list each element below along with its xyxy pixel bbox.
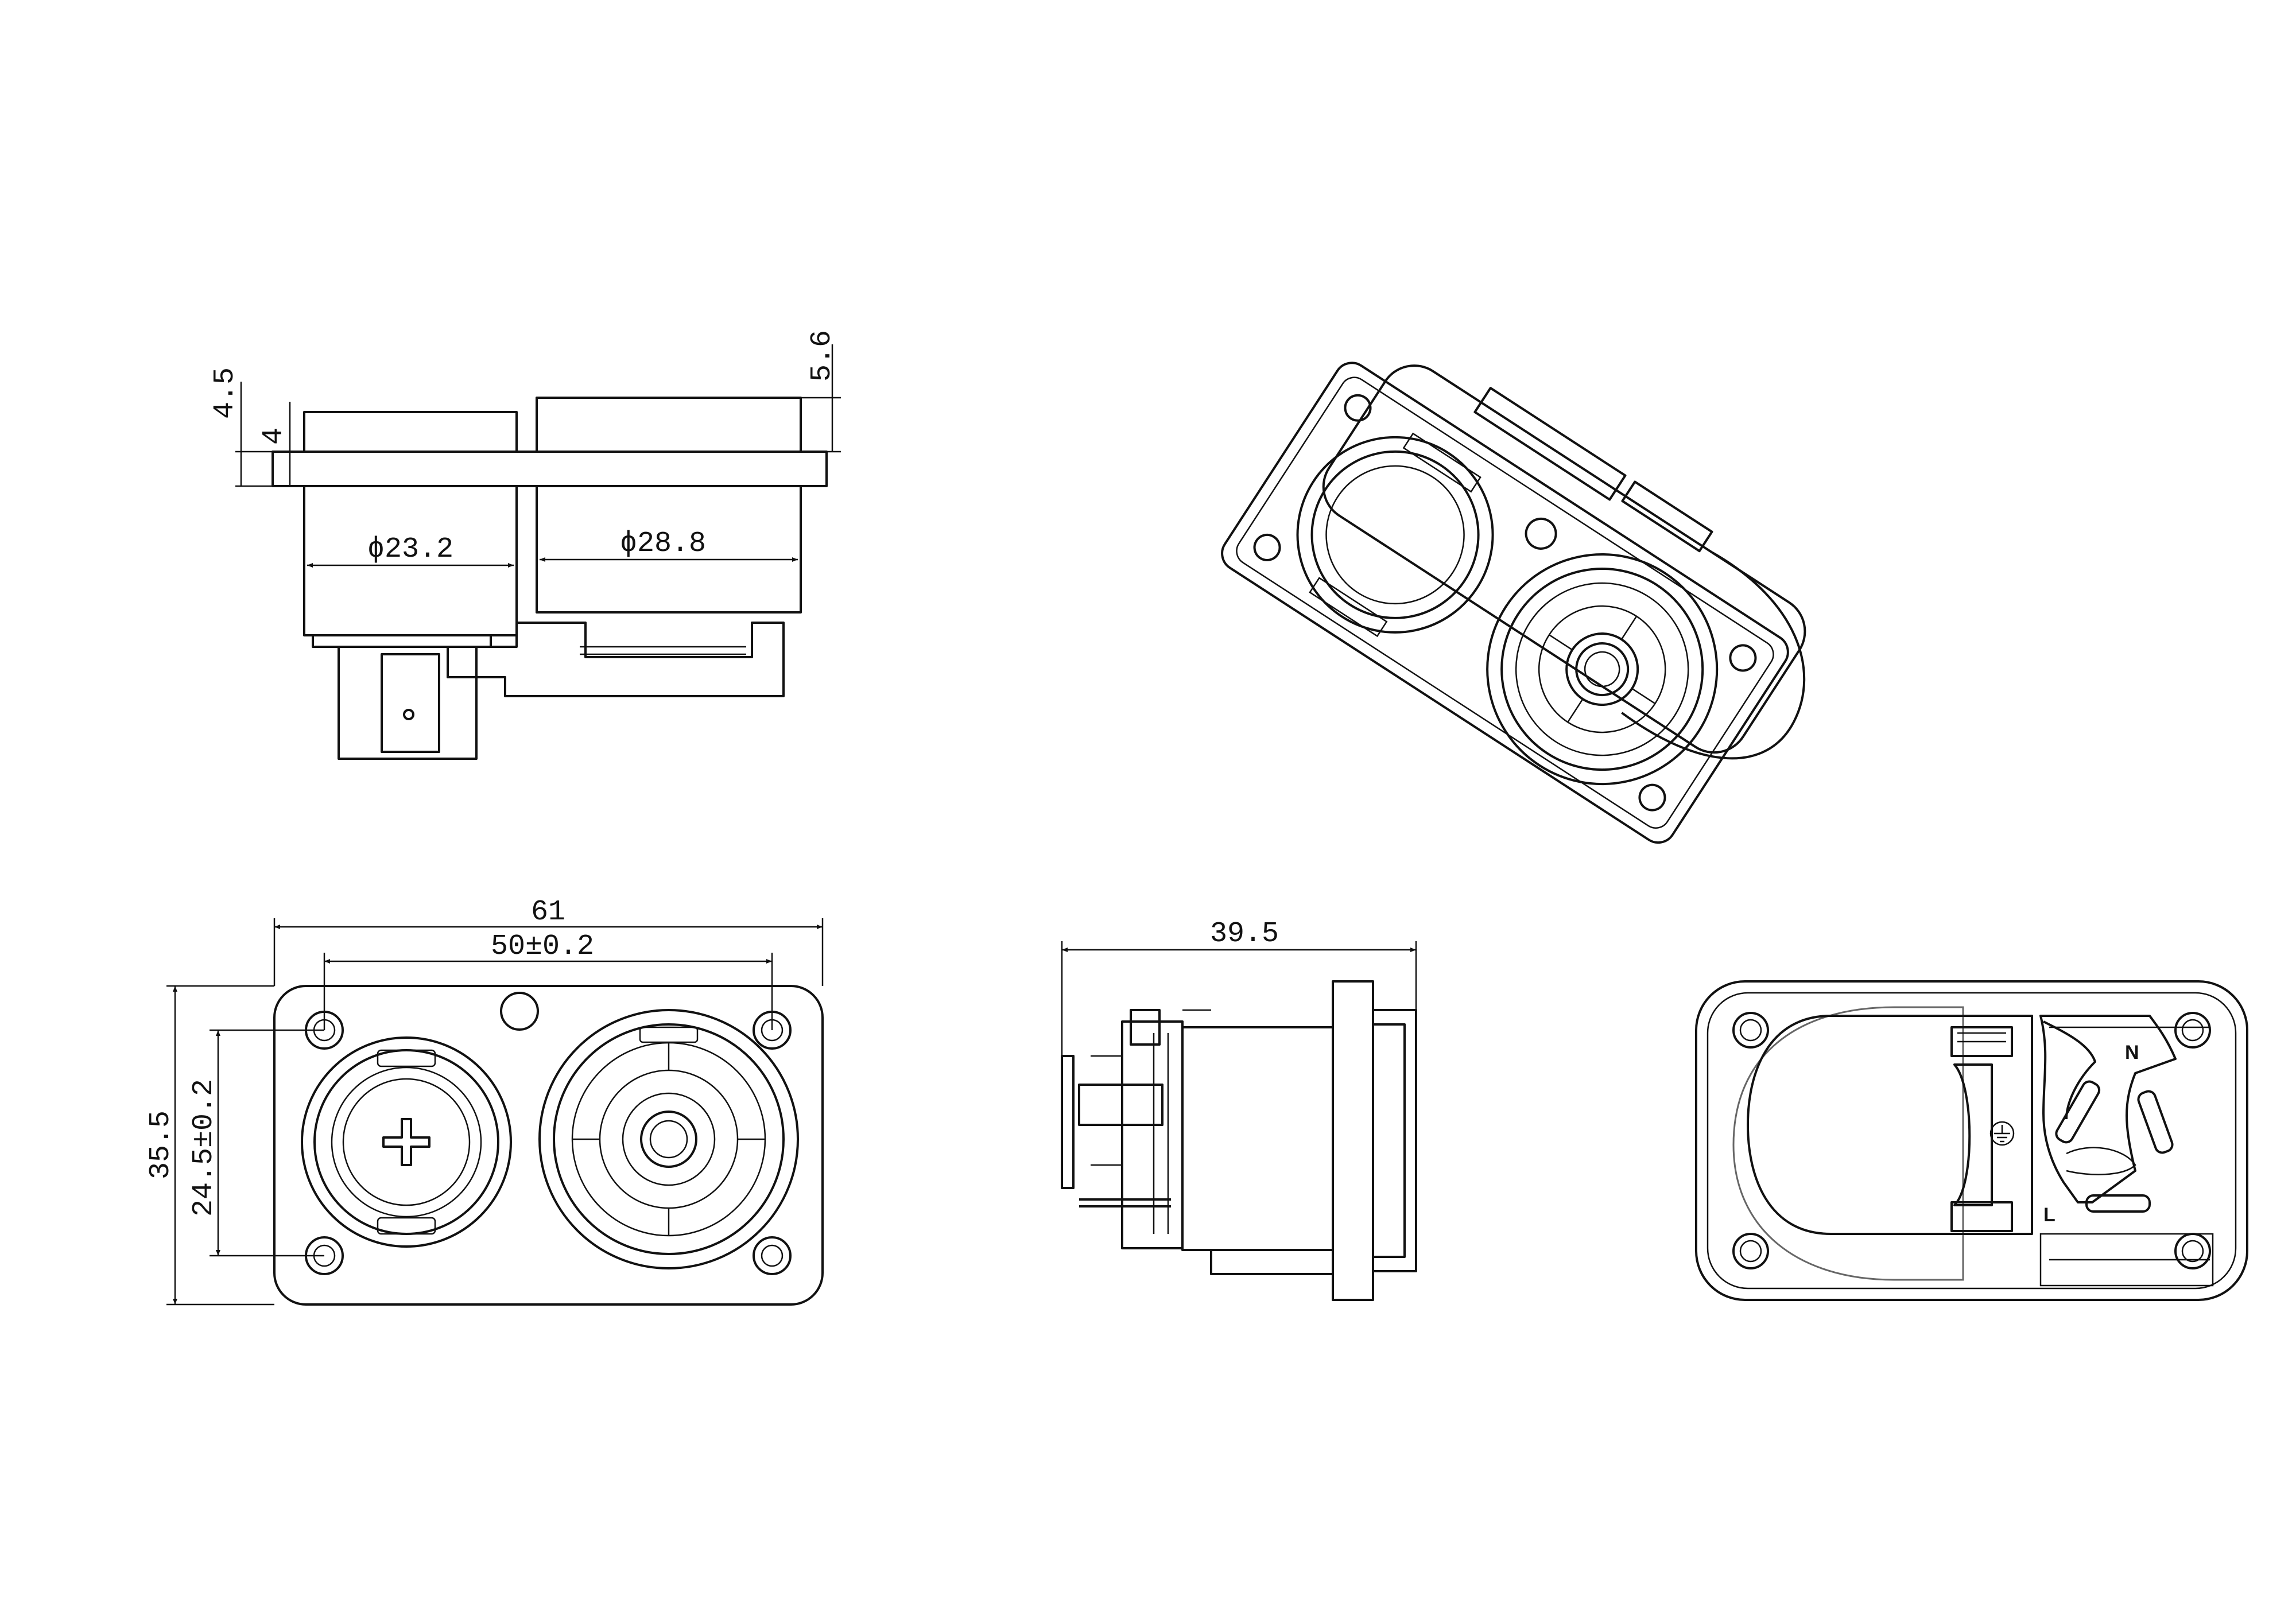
front-view — [273, 985, 824, 1306]
dim-label-50: 50±0.2 — [491, 930, 594, 963]
ground-symbol-icon — [1989, 1121, 2015, 1146]
side-view-bottom — [1061, 980, 1417, 1301]
dim-label-5-6: 5.6 — [806, 330, 839, 382]
dim-label-24-5: 24.5±0.2 — [188, 1079, 220, 1217]
dim-label-dia-23-2: ϕ23.2 — [367, 533, 453, 566]
isometric-view — [1221, 362, 1806, 844]
dim-side-top: 4.5 4 5.6 ϕ23.2 ϕ28.8 — [209, 330, 841, 568]
dim-label-4: 4 — [258, 428, 290, 445]
dim-label-dia-28-8: ϕ28.8 — [620, 527, 706, 560]
side-view-top — [272, 397, 828, 760]
rear-view: N L — [1695, 980, 2248, 1301]
dim-label-39-5: 39.5 — [1210, 918, 1279, 950]
pin-label-n: N — [2125, 1042, 2139, 1063]
dim-side-bottom: 39.5 — [1061, 918, 1417, 1056]
dim-label-4-5: 4.5 — [209, 367, 242, 419]
dim-front: 61 50±0.2 35.5 24.5±0.2 — [145, 896, 824, 1306]
pin-label-l: L — [2043, 1204, 2055, 1226]
dim-label-61: 61 — [531, 896, 565, 929]
dim-label-35-5: 35.5 — [145, 1111, 177, 1179]
